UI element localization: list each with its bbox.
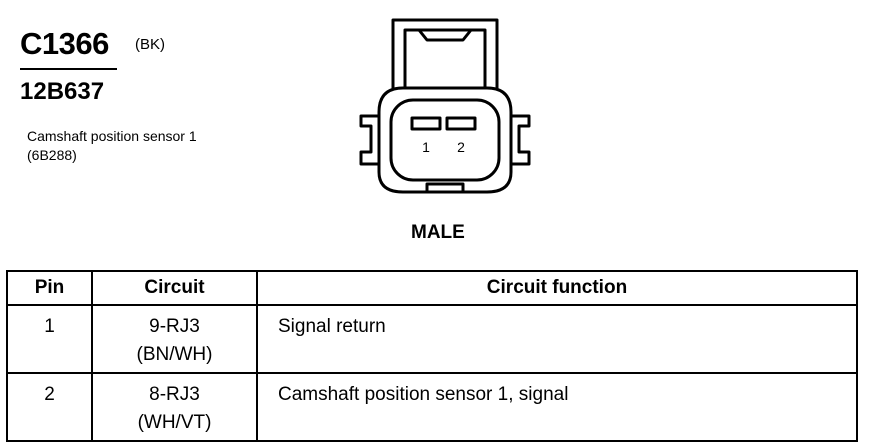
- wire-color: (WH/VT): [137, 412, 212, 433]
- function-cell: Signal return: [256, 304, 858, 374]
- divider: [20, 68, 117, 70]
- pin-2-terminal: [445, 116, 477, 131]
- bottom-key: [425, 182, 465, 192]
- table-row: 1 9-RJ3 (BN/WH) Signal return: [6, 304, 858, 374]
- table-row: 2 8-RJ3 (WH/VT) Camshaft position sensor…: [6, 372, 858, 442]
- pin-1-label: 1: [422, 139, 430, 155]
- part-number: 12B637: [20, 78, 105, 105]
- connector-color: (BK): [135, 36, 165, 53]
- function-cell: Camshaft position sensor 1, signal: [256, 372, 858, 442]
- pin-cell: 1: [6, 304, 93, 374]
- side-latch-right: [511, 114, 531, 166]
- connector-id: C1366: [20, 26, 109, 61]
- component-description: Camshaft position sensor 1 (6B288): [27, 128, 197, 163]
- pin-cell: 2: [6, 372, 93, 442]
- wire-color: (BN/WH): [136, 344, 213, 365]
- pin-1-terminal: [410, 116, 442, 131]
- connector-gender: MALE: [411, 222, 465, 243]
- pin-table: Pin Circuit Circuit function 1 9-RJ3 (BN…: [6, 270, 858, 442]
- circuit-number: 8-RJ3: [149, 384, 200, 405]
- header-pin: Pin: [6, 270, 93, 306]
- locking-tab: [391, 18, 499, 92]
- connector-diagram: 1 2: [359, 18, 531, 194]
- circuit-cell: 8-RJ3 (WH/VT): [91, 372, 258, 442]
- table-header-row: Pin Circuit Circuit function: [6, 270, 858, 306]
- side-latch-left: [359, 114, 379, 166]
- connector-body: [377, 86, 513, 194]
- pin-2-label: 2: [457, 139, 465, 155]
- header-function: Circuit function: [256, 270, 858, 306]
- header-circuit: Circuit: [91, 270, 258, 306]
- circuit-cell: 9-RJ3 (BN/WH): [91, 304, 258, 374]
- circuit-number: 9-RJ3: [149, 316, 200, 337]
